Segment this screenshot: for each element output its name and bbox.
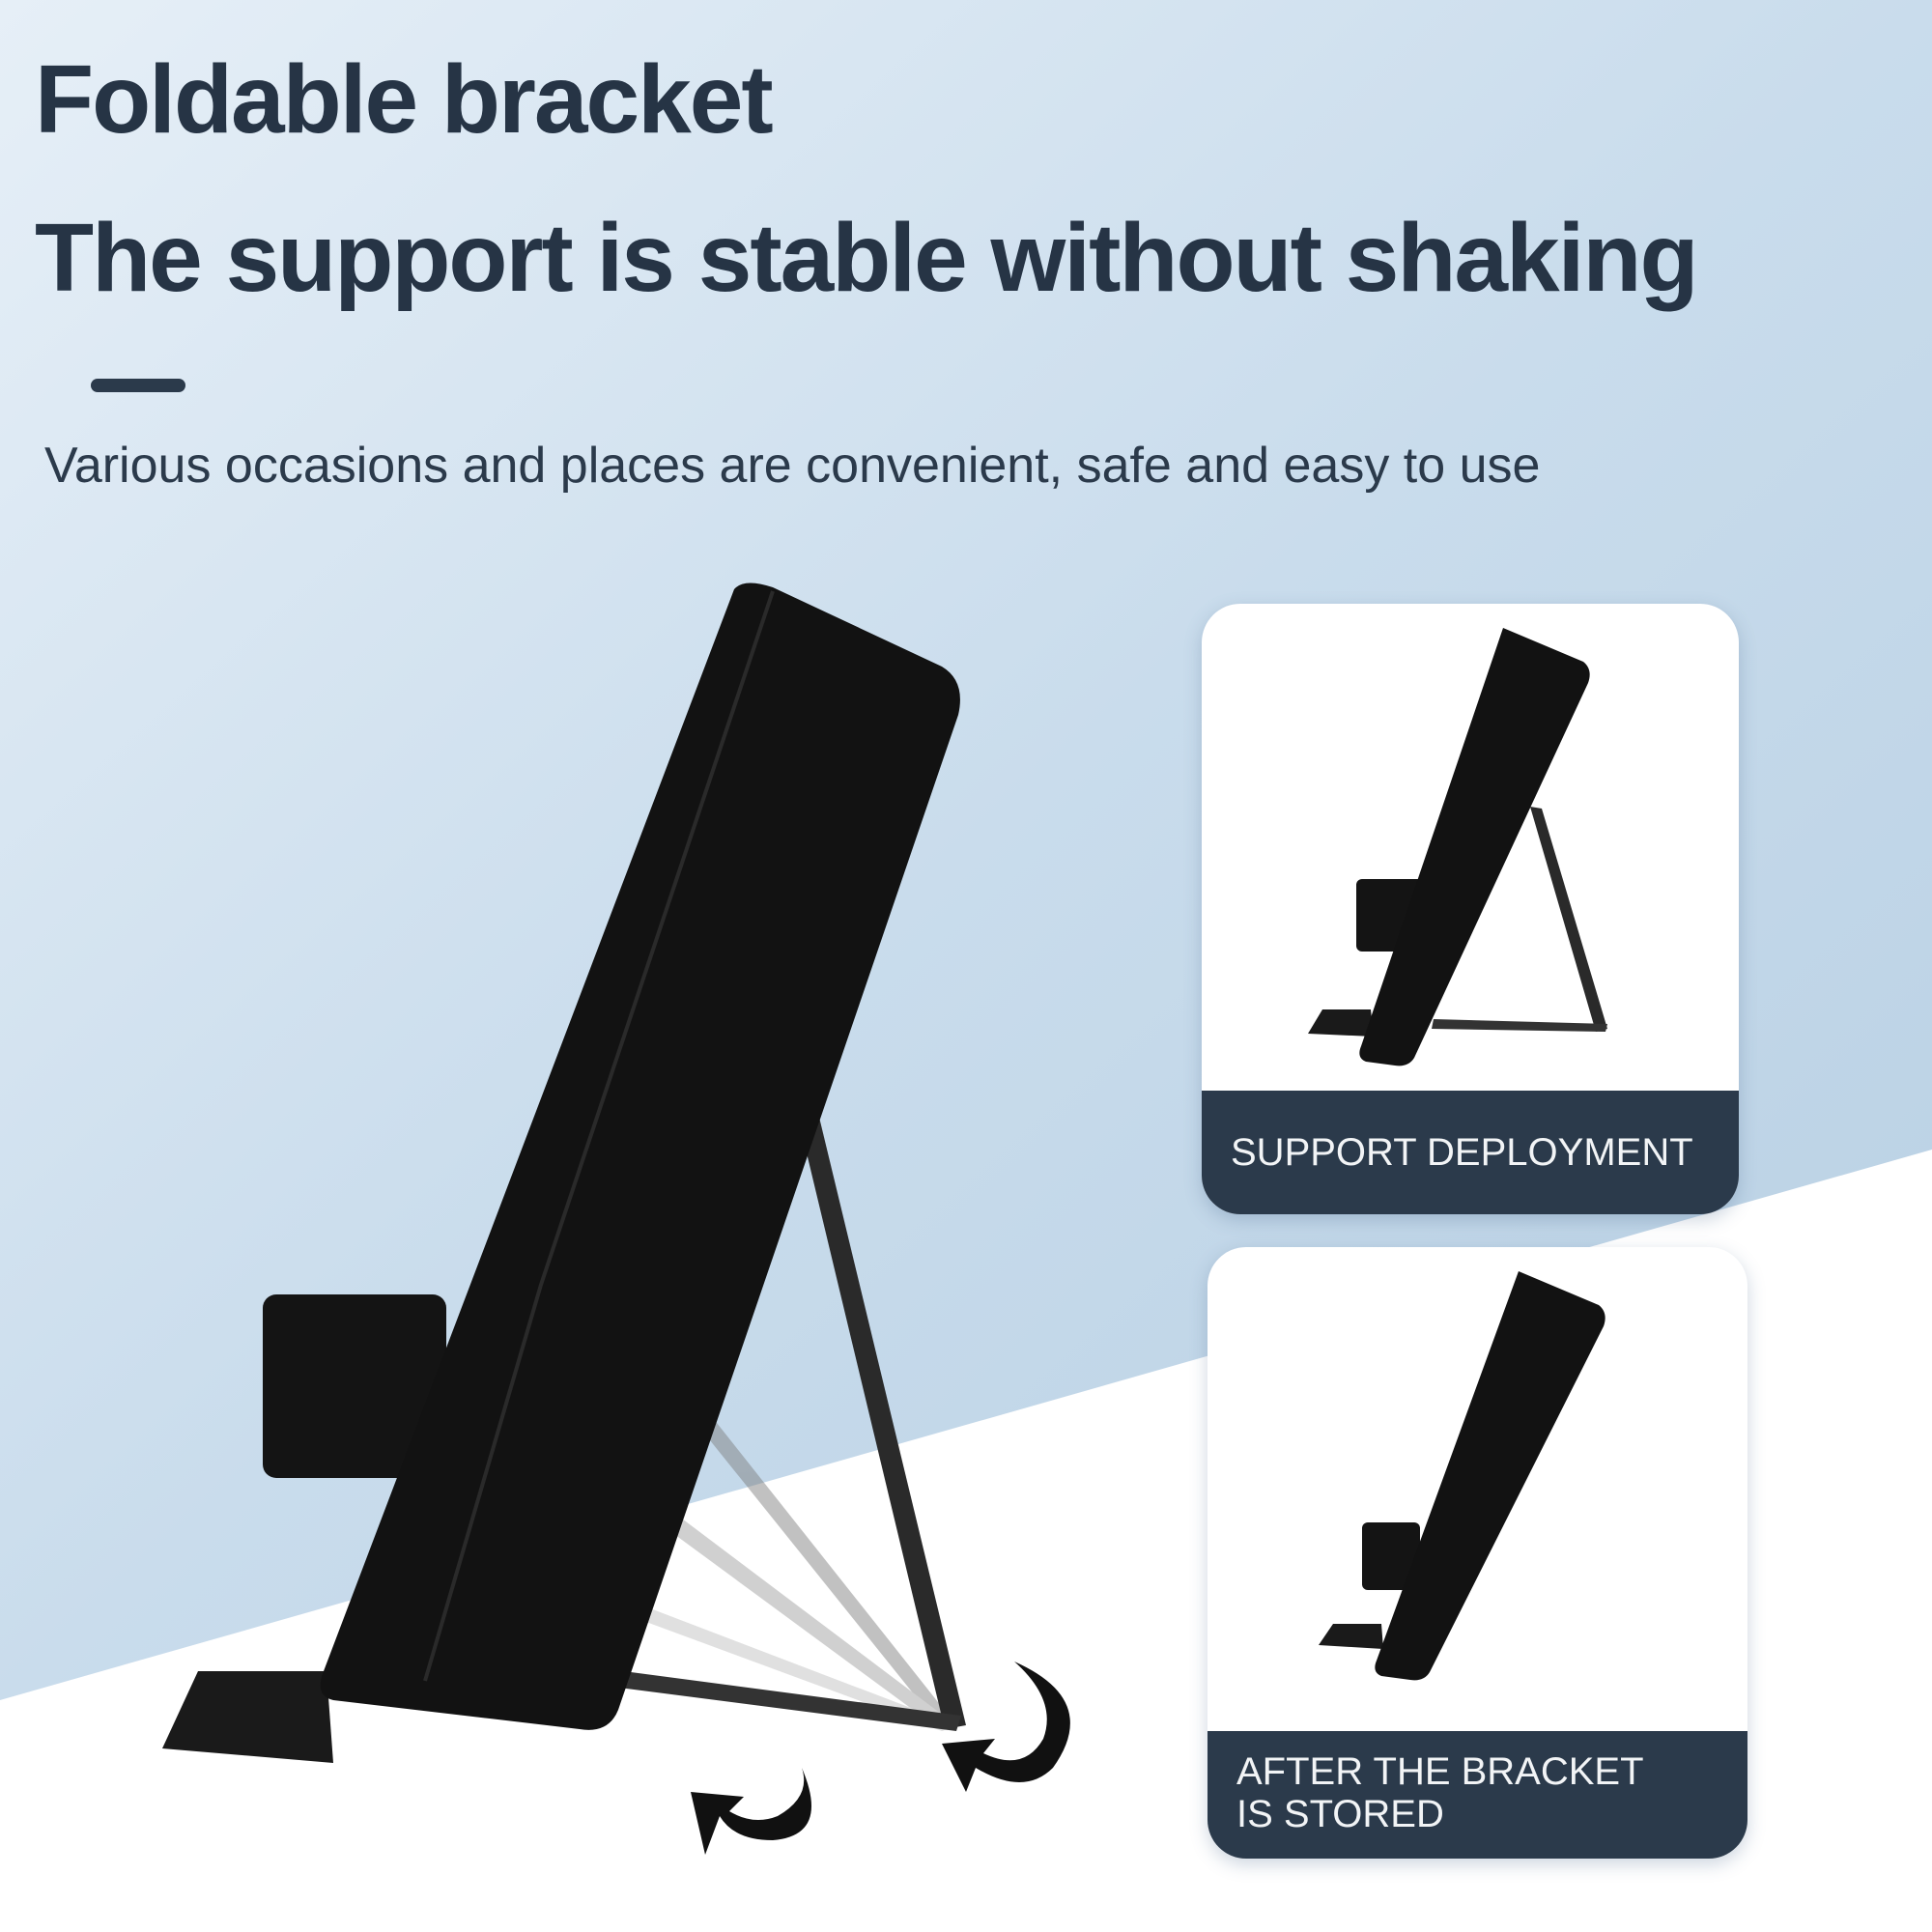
device-face-edge <box>423 590 775 1682</box>
card-after-bracket-stored: AFTER THE BRACKET IS STORED <box>1208 1247 1747 1859</box>
device-body <box>320 582 960 1730</box>
rotate-arrow-icon <box>942 1662 1070 1792</box>
card-label: AFTER THE BRACKET IS STORED <box>1208 1731 1747 1859</box>
heading-line-1: Foldable bracket <box>35 45 774 154</box>
stand-leg <box>787 1072 966 1729</box>
foot <box>162 1671 333 1763</box>
divider <box>91 379 185 392</box>
product-image-small-stored <box>1319 1271 1605 1681</box>
card-label-line-2: IS STORED <box>1236 1793 1444 1835</box>
card-support-deployment: SUPPORT DEPLOYMENT <box>1202 604 1739 1214</box>
subtitle: Various occasions and places are conveni… <box>44 438 1541 494</box>
product-image-small-deployed <box>1308 628 1607 1066</box>
stand-base <box>604 1669 961 1731</box>
heading-line-2: The support is stable without shaking <box>35 204 1699 312</box>
card-label: SUPPORT DEPLOYMENT <box>1202 1091 1739 1214</box>
hook-block <box>263 1294 446 1478</box>
stand-ghost-positions <box>628 1372 956 1731</box>
rotate-arrow-icon <box>691 1768 811 1855</box>
card-label-line-1: AFTER THE BRACKET <box>1236 1750 1644 1793</box>
